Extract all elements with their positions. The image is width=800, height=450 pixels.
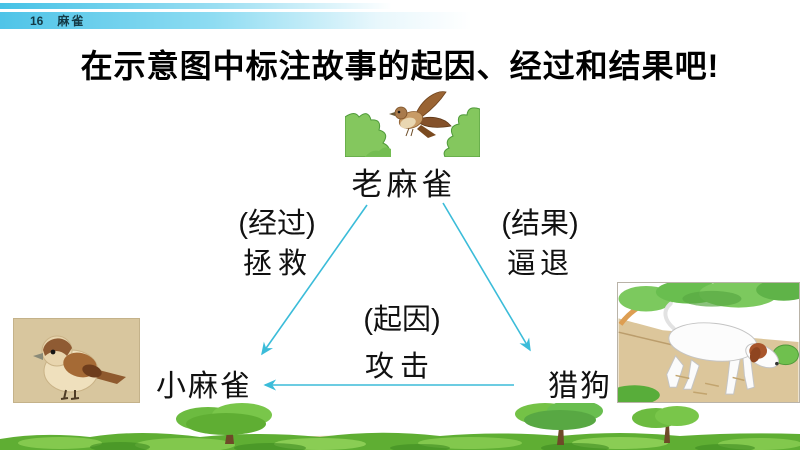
header-accent-strip xyxy=(0,3,392,9)
node-hound: 猎狗 xyxy=(548,370,612,403)
lesson-title: 麻雀 xyxy=(57,14,86,28)
old-sparrow-image xyxy=(345,89,480,157)
page-title: 在示意图中标注故事的起因、经过和结果吧! xyxy=(80,48,720,84)
edge-cause-tag: (起因) xyxy=(363,304,441,336)
edge-result-action: 逼退 xyxy=(506,248,574,280)
perched-sparrow-icon xyxy=(13,318,140,403)
edge-process-tag: (经过) xyxy=(238,208,316,240)
hound-dog-image xyxy=(617,282,800,403)
hunting-dog-icon xyxy=(618,283,799,402)
lesson-number: 16 xyxy=(30,13,44,28)
node-old-sparrow: 老麻雀 xyxy=(351,167,457,202)
edge-cause-action: 攻击 xyxy=(364,351,436,383)
edge-result-tag: (结果) xyxy=(501,208,579,240)
edge-process-action: 拯救 xyxy=(242,248,314,280)
header-bar: 16 麻雀 xyxy=(0,12,472,29)
flying-sparrow-icon xyxy=(345,89,480,157)
node-little-sparrow: 小麻雀 xyxy=(156,370,252,403)
footer-landscape xyxy=(0,403,800,450)
little-sparrow-image xyxy=(13,318,140,403)
